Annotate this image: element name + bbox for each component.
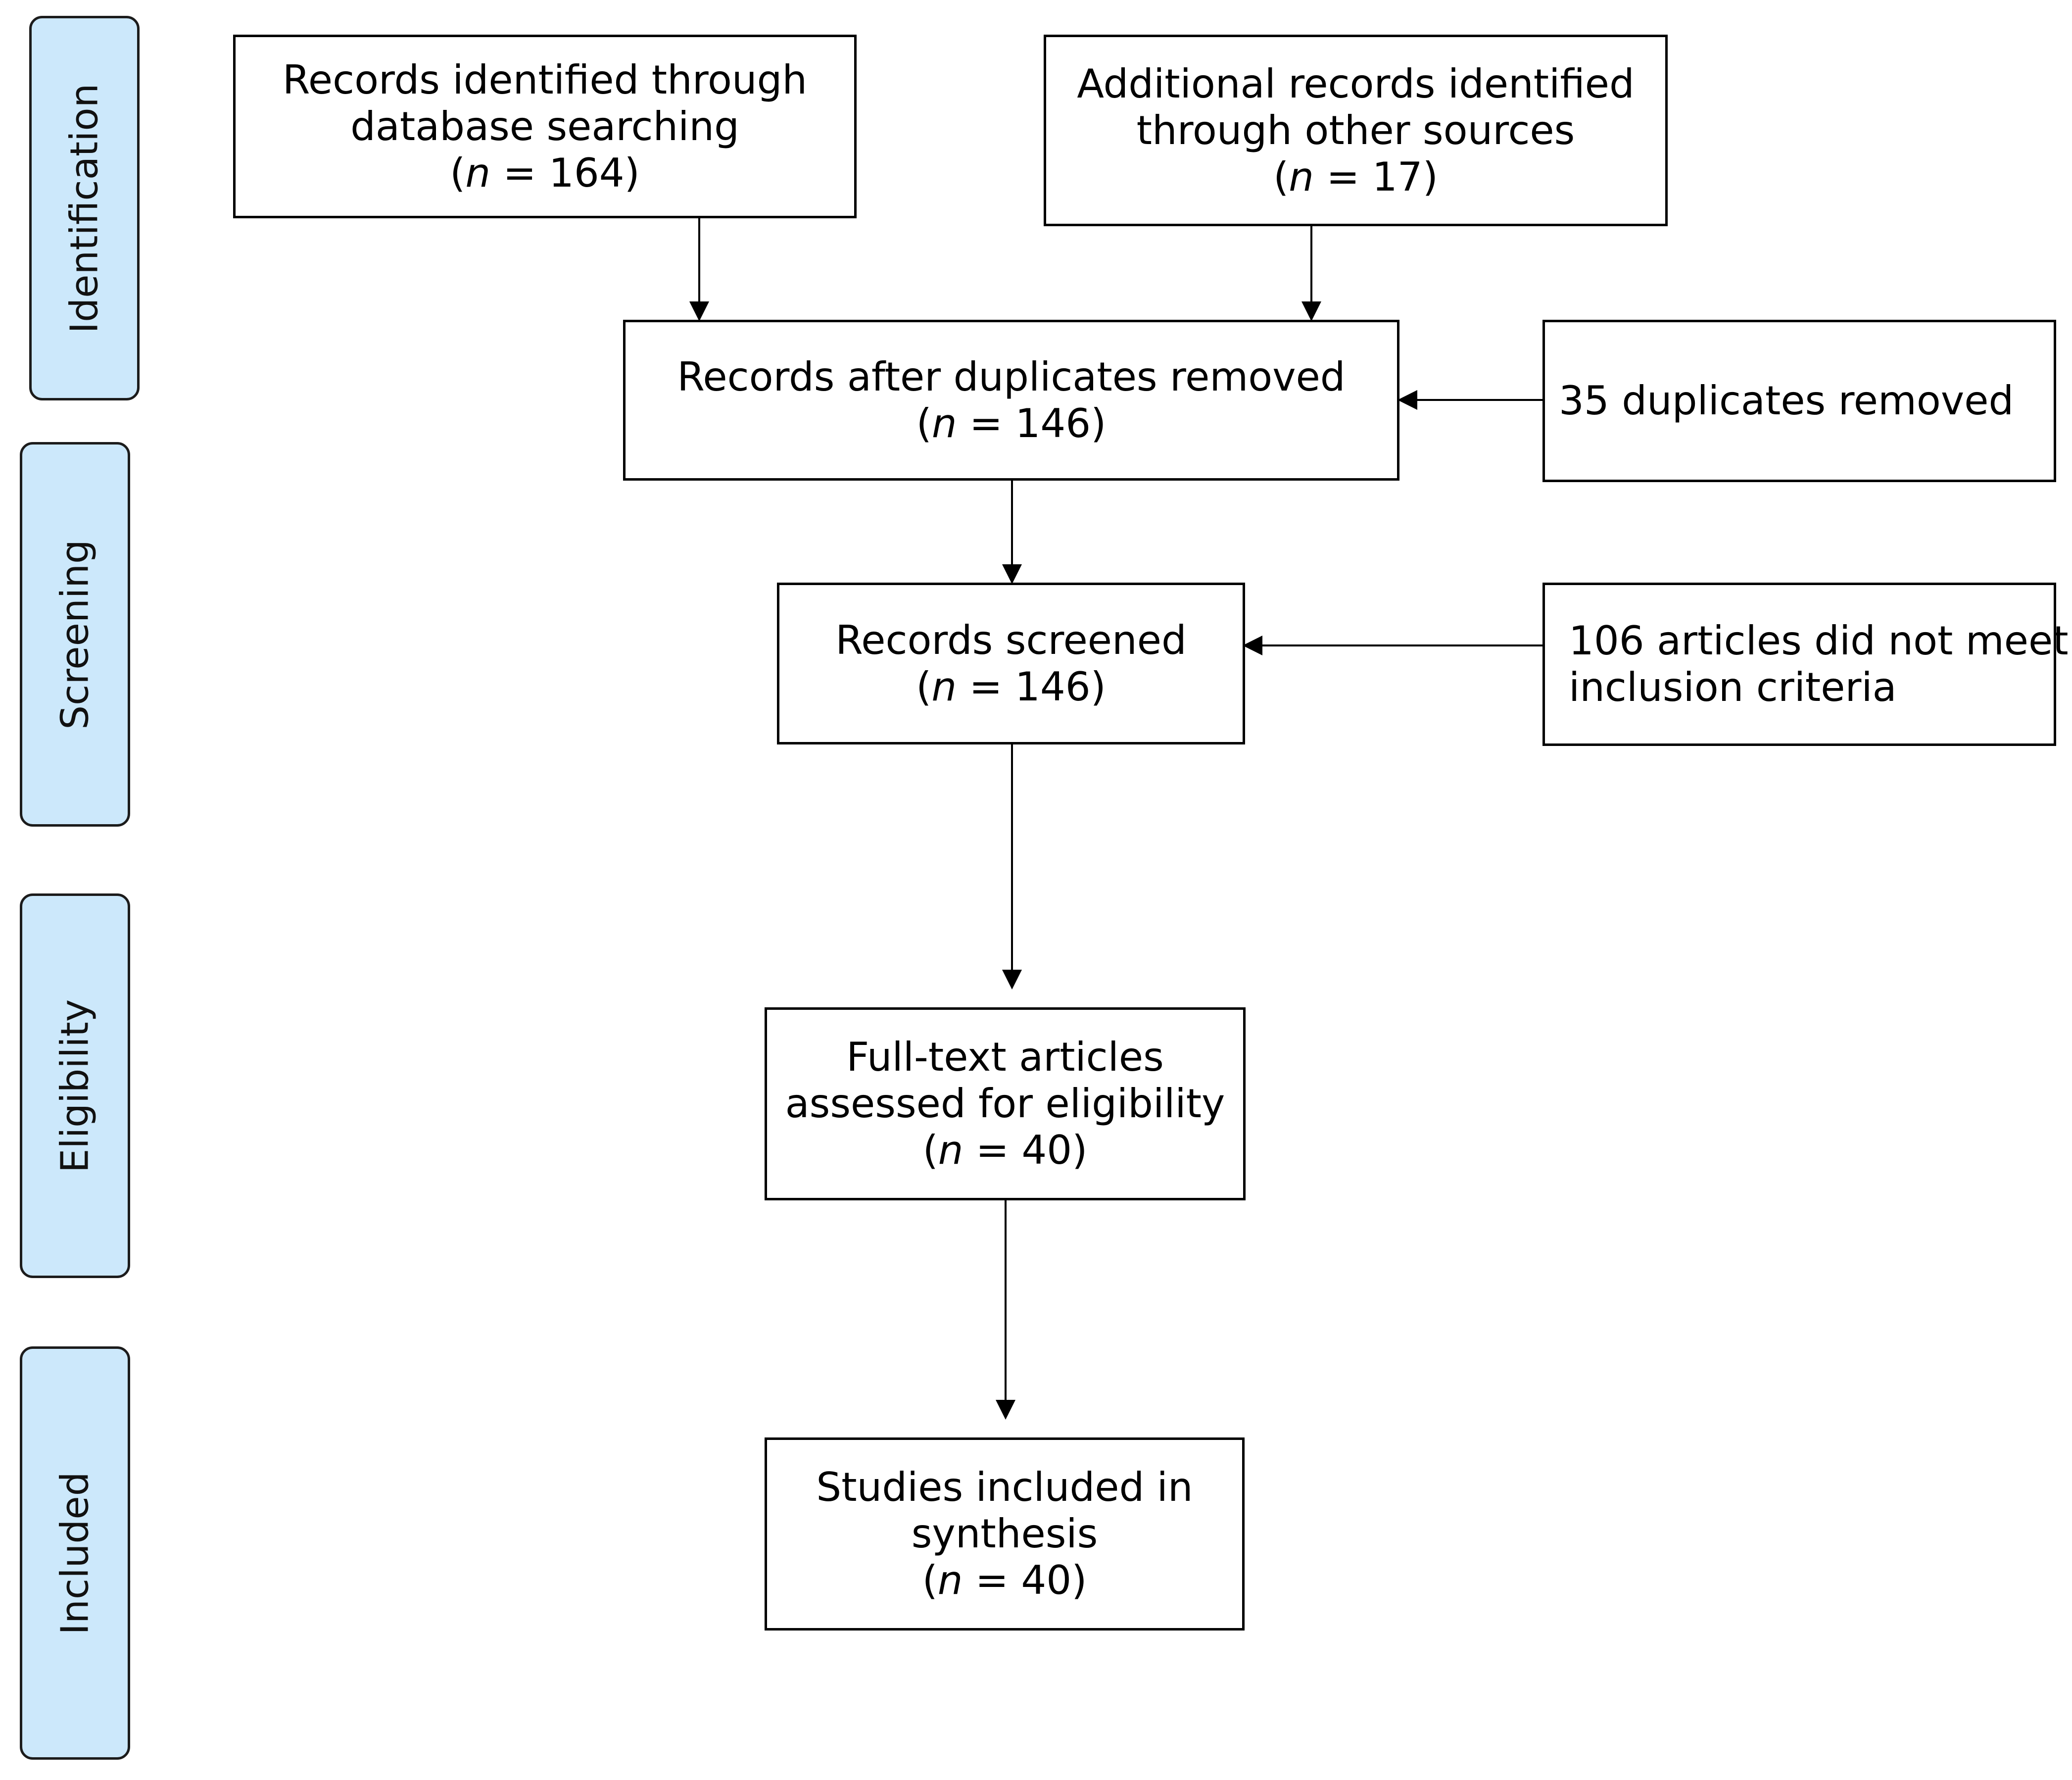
box-database-records-line-2: database searching: [350, 103, 739, 149]
box-database-records-line-1: Records identified through: [282, 56, 808, 103]
box-database-records: Records identified through database sear…: [233, 35, 857, 218]
box-excluded-articles-line-2: inclusion criteria: [1569, 664, 1897, 710]
box-database-records-count: (n = 164): [450, 149, 640, 196]
box-studies-included-line-2: synthesis: [911, 1511, 1098, 1557]
box-full-text-articles-count: (n = 40): [922, 1127, 1088, 1173]
box-duplicates-removed-line-1: 35 duplicates removed: [1559, 378, 2014, 424]
box-full-text-articles: Full-text articles assessed for eligibil…: [765, 1007, 1246, 1200]
box-duplicates-removed: 35 duplicates removed: [1542, 320, 2056, 482]
box-after-duplicates-count: (n = 146): [916, 400, 1107, 446]
box-other-sources-line-1: Additional records identified: [1077, 60, 1635, 107]
box-after-duplicates: Records after duplicates removed (n = 14…: [623, 320, 1399, 481]
box-excluded-articles: 106 articles did not meet inclusion crit…: [1542, 583, 2069, 746]
box-full-text-articles-line-2: assessed for eligibility: [785, 1081, 1225, 1127]
box-other-sources: Additional records identified through ot…: [1044, 35, 1668, 226]
box-records-screened: Records screened (n = 146): [777, 583, 1245, 744]
box-other-sources-count: (n = 17): [1273, 153, 1438, 200]
box-after-duplicates-line-1: Records after duplicates removed: [677, 353, 1346, 400]
box-studies-included-line-1: Studies included in: [816, 1464, 1193, 1510]
box-studies-included-count: (n = 40): [922, 1557, 1087, 1603]
stage-label-eligibility: Eligibility: [20, 893, 130, 1278]
stage-label-identification: Identification: [29, 16, 140, 400]
box-excluded-articles-line-1: 106 articles did not meet: [1569, 618, 2069, 664]
box-studies-included: Studies included in synthesis (n = 40): [765, 1437, 1245, 1631]
stage-label-included: Included: [20, 1346, 130, 1760]
stage-label-screening: Screening: [20, 442, 130, 827]
box-records-screened-count: (n = 146): [916, 663, 1106, 710]
box-full-text-articles-line-1: Full-text articles: [846, 1034, 1164, 1080]
box-other-sources-line-2: through other sources: [1136, 107, 1575, 153]
box-records-screened-line-1: Records screened: [835, 617, 1187, 663]
